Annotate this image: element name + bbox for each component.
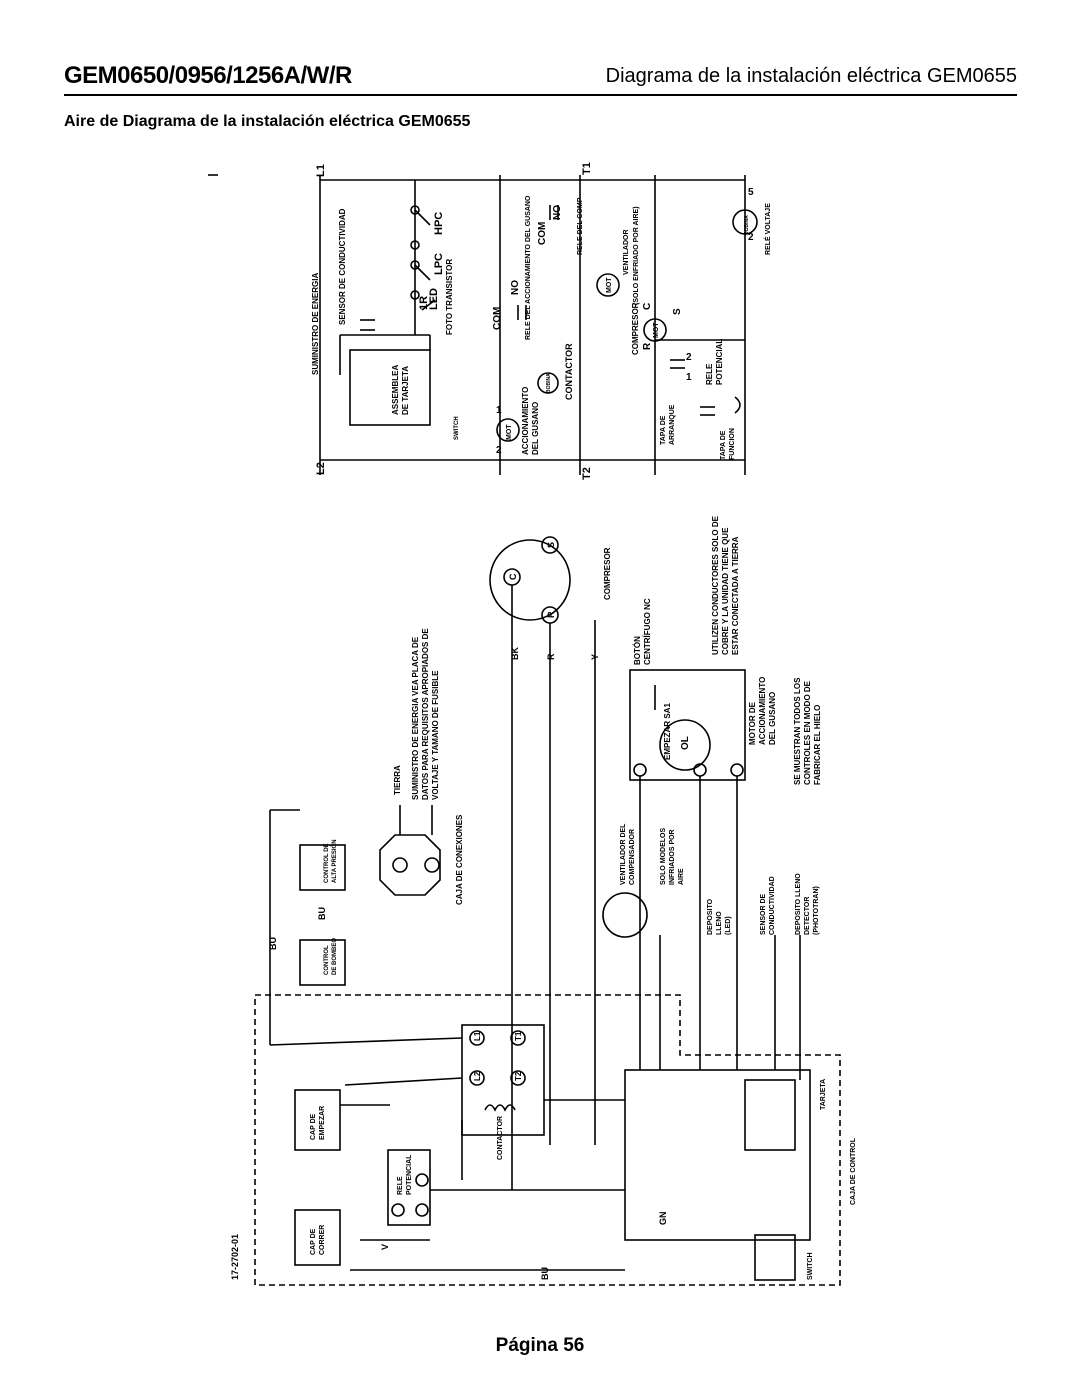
switch-label: SWITCH [454,416,460,440]
motor-label-fan: MOT [606,277,613,293]
worm-relay-label: RELE DEL ACCIONAMIENTO DEL GUSANO [525,195,532,340]
board-label: TARJETA [820,1079,827,1110]
num-label-2b: 2 [686,352,692,363]
num-label-2c: 2 [748,232,754,243]
wire-gn-label: GN [658,1212,668,1226]
wiring-diagram: L1 L2 T1 T2 SUMINISTRO DE ENERGIA SENSOR… [208,162,857,1286]
motor-label-worm: MOT [506,424,513,440]
phototransistor-label: FOTO TRANSISTOR [445,259,454,335]
com-label-b: COM [537,222,548,245]
centrifugal-button-label: BOTÓNCENTRÍFUGO NC [633,598,652,665]
terminal-t2-label: T2 [514,1071,523,1081]
control-box-label: CAJA DE CONTROL [850,1137,857,1205]
contactor-wiring-label: CONTACTOR [497,1116,504,1160]
c-terminal-label: C [508,573,518,580]
worm-motor-label: MOTOR DEACCIONAMIENTODEL GUSANO [748,677,777,745]
board-assembly-label: ASSEMBLEADE TARJETA [391,365,410,415]
power-supply-note: SUMINISTRO DE ENERGIA VEA PLACA DEDATOS … [411,628,440,800]
ladder-diagram [208,174,758,475]
copper-only-note: UTILIZEN CONDUCTORES SOLO DECOBRE Y LA U… [711,515,740,655]
wiring-schematic [254,536,841,1286]
contactor-label: CONTACTOR [564,343,574,400]
wiring-labels: COMPRESOR C S R BOTÓNCENTRÍFUGO NC UTILI… [230,515,857,1280]
num-label-2a: 2 [496,445,502,456]
conductivity-sensor-label: SENSOR DE CONDUCTIVIDAD [338,208,347,325]
hpc-label: HPC [433,212,445,235]
bobina-label: BOBINA [546,373,552,393]
start-sa1-label: EMPEZAR SA1 [663,703,672,760]
no-label-a: NO [510,280,521,295]
page-header: GEM0650/0956/1256A/W/R Diagrama de la in… [64,60,1017,96]
terminal-l2-label: L2 [473,1071,482,1081]
terminal-s-label: S [672,308,683,315]
terminal-r-label: R [642,342,653,350]
com-label-a: COM [492,307,503,330]
worm-drive-label: ACCIONAMIENTODEL GUSANO [521,387,540,455]
r-terminal-label: R [546,611,556,618]
wire-r-compressor: R [546,653,556,660]
compressor-relay-label: RELE DEL COMP [577,197,584,255]
overload-label: OL [680,736,691,750]
fan-label: VENTILADOR [623,230,630,276]
fan-air-only-label: (SOLO ENFRIADO POR AIRE) [633,206,640,305]
wire-bu-bottom: BU [540,1267,550,1280]
one-r-label: 1R [418,296,430,310]
ladder-labels: L1 L2 T1 T2 SUMINISTRO DE ENERGIA SENSOR… [311,162,772,480]
terminal-t1-label: T1 [514,1031,523,1041]
diagram-subtitle: Aire de Diagrama de la instalación eléct… [64,113,471,130]
s-terminal-label: S [546,542,556,548]
rail-label-l2: L2 [315,462,327,475]
terminal-l1-label: L1 [473,1031,482,1041]
rail-label-t2: T2 [581,467,593,480]
rail-label-l1: L1 [315,164,327,177]
drawing-number: 17-2702-01 [230,1234,240,1280]
num-label-1b: 1 [686,372,692,383]
bobina-label-2: BOBINA [744,215,750,235]
ice-mode-note: SE MUESTRAN TODOS LOSCONTROLES EN MODO D… [793,677,822,785]
potential-relay-label: RELEPOTENCIAL [705,339,724,385]
model-number: GEM0650/0956/1256A/W/R [64,62,352,89]
wire-v-label: V [380,1244,390,1250]
num-label-5: 5 [748,187,754,198]
power-supply-label: SUMINISTRO DE ENERGIA [311,273,320,375]
led-label: LED [428,288,440,310]
switch-wiring-label: SWITCH [807,1252,814,1280]
compressor-label: COMPRESOR [603,547,612,600]
num-label-1a: 1 [496,405,502,416]
junction-box-label: CAJA DE CONEXIONES [455,814,464,905]
compressor-ladder-label: COMPRESOR [631,302,640,355]
no-label-b: NO [552,205,563,220]
wire-bu-controls: BU [317,907,327,920]
terminal-c-label: C [642,303,653,310]
wire-bk-compressor: BK [510,647,520,660]
wire-bu-left: BU [268,937,278,950]
ground-label: TIERRA [393,765,402,795]
voltage-relay-label: RELÉ VOLTAJE [763,203,772,255]
document-title: Diagrama de la instalación eléctrica GEM… [605,65,1017,87]
page-number: Página 56 [495,1335,585,1356]
wire-y-compressor: Y [590,654,600,660]
motor-label-comp: MOT [653,322,660,338]
rail-label-t1: T1 [581,162,593,175]
lpc-label: LPC [433,253,445,275]
